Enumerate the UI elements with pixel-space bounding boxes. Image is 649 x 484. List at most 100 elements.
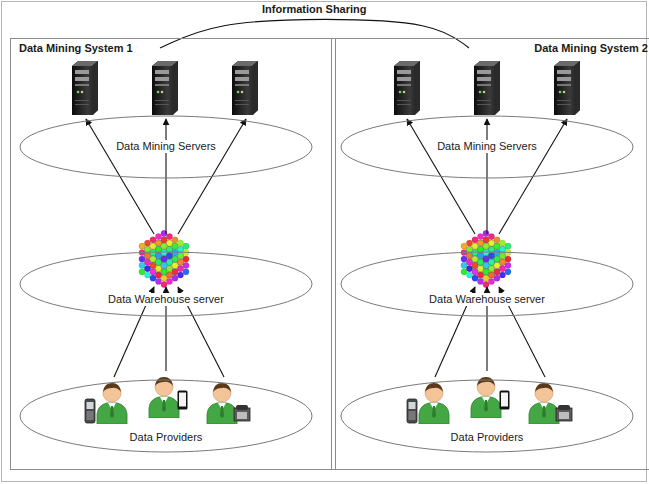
ellipse-border <box>341 116 633 178</box>
cube-dot <box>472 262 478 268</box>
cube-dot <box>166 253 172 259</box>
cube-dot <box>488 253 494 259</box>
cube-dot <box>172 262 178 268</box>
layer-ellipse: Data Warehouse server <box>19 251 313 317</box>
cube-dot <box>150 243 156 249</box>
cube-dot <box>488 259 494 265</box>
cube-dot <box>172 243 178 249</box>
cube-dot <box>166 272 172 278</box>
cube-dot <box>166 272 172 278</box>
cube-dot <box>161 237 167 243</box>
cube-dot <box>505 256 511 262</box>
cube-dot <box>461 256 467 262</box>
cube-dot <box>472 237 478 243</box>
server-icon <box>152 61 178 115</box>
cube-dot <box>477 266 483 272</box>
cube-dot <box>166 266 172 272</box>
cube-dot <box>461 243 467 249</box>
cube-dot <box>155 259 161 265</box>
cube-dot <box>466 266 472 272</box>
layer-ellipse: Data Mining Servers <box>340 115 634 179</box>
cube-dot <box>472 256 478 262</box>
phone-icon <box>407 399 417 423</box>
cube-dot <box>155 272 161 278</box>
cube-dot <box>150 256 156 262</box>
layer-label: Data Mining Servers <box>113 140 219 153</box>
cube-dot <box>483 250 489 256</box>
cube-dot <box>499 246 505 252</box>
cube-dot <box>166 253 172 259</box>
cube-dot <box>488 234 494 240</box>
cube-dot <box>150 262 156 268</box>
cube-dot <box>161 250 167 256</box>
cube-dot <box>161 282 167 288</box>
cube-dot <box>166 266 172 272</box>
cube-dot <box>166 253 172 259</box>
server-icon <box>72 61 98 115</box>
cube-dot <box>172 256 178 262</box>
cube-dot <box>494 250 500 256</box>
cube-dot <box>144 246 150 252</box>
person-icon <box>97 383 127 424</box>
cube-dot <box>144 266 150 272</box>
cube-dot <box>494 256 500 262</box>
cube-dot <box>466 266 472 272</box>
cube-dot <box>150 262 156 268</box>
cube-dot <box>172 250 178 256</box>
cube-dot <box>477 234 483 240</box>
ellipse-outline <box>19 251 313 317</box>
cube-dot <box>183 269 189 275</box>
cube-dot <box>161 262 167 268</box>
cube-dot <box>155 266 161 272</box>
cube-dot <box>172 250 178 256</box>
cube-dot <box>144 266 150 272</box>
person-icon <box>529 383 559 424</box>
cube-dot <box>483 282 489 288</box>
cube-dot <box>144 240 150 246</box>
cube-dot <box>172 269 178 275</box>
flow-arrow <box>165 119 166 234</box>
cube-dot <box>166 259 172 265</box>
cube-dot <box>494 237 500 243</box>
cube-dot <box>483 243 489 249</box>
cube-dot <box>139 243 145 249</box>
cube-dot <box>483 256 489 262</box>
layer-ellipse: Data Providers <box>340 379 634 453</box>
cube-dot <box>144 259 150 265</box>
cube-dot <box>483 275 489 281</box>
cube-dot <box>488 253 494 259</box>
cube-dot <box>161 256 167 262</box>
ellipse-border <box>20 252 312 316</box>
cube-dot <box>144 253 150 259</box>
cube-dot <box>461 262 467 268</box>
layer-label: Data Warehouse server <box>426 293 548 306</box>
cube-dot <box>466 272 472 278</box>
person-icon <box>419 383 449 424</box>
cube-dot <box>477 272 483 278</box>
layer-label: Data Warehouse server <box>105 293 227 306</box>
cube-dot <box>155 253 161 259</box>
phone-icon <box>500 391 510 410</box>
cube-dot <box>472 243 478 249</box>
server-icon <box>474 61 500 115</box>
cube-dot <box>488 240 494 246</box>
cube-dot <box>466 246 472 252</box>
cube-dot <box>172 275 178 281</box>
cube-dot <box>161 256 167 262</box>
data-cube <box>139 230 189 287</box>
cube-dot <box>488 259 494 265</box>
cube-dot <box>483 262 489 268</box>
cube-dot <box>477 253 483 259</box>
cube-dot <box>161 269 167 275</box>
cube-dot <box>155 240 161 246</box>
cube-dot <box>483 243 489 249</box>
cube-dot <box>161 243 167 249</box>
cube-dot <box>177 253 183 259</box>
cube-dot <box>477 259 483 265</box>
cube-dot <box>466 246 472 252</box>
cube-dot <box>494 256 500 262</box>
ellipse-border <box>20 380 312 452</box>
cube-dot <box>155 278 161 284</box>
cube-dot <box>494 262 500 268</box>
